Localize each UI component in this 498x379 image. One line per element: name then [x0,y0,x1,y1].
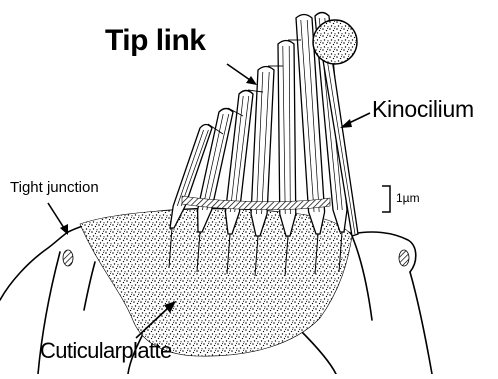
stereocilium-core-line [177,130,203,206]
scale-bar [382,186,390,212]
tip-link-arrow [227,64,250,80]
label-tight-junction: Tight junction [10,180,99,195]
label-tip-link: Tip link [105,26,205,56]
kinocilium-bulb [313,20,357,64]
cuticular-plate [80,209,352,356]
label-kinocilium: Kinocilium [372,98,474,121]
label-scale-bar: 1µm [396,192,420,204]
tight-junction-arrow [48,203,64,228]
label-cuticularplatte: Cuticularplatte [40,340,172,362]
